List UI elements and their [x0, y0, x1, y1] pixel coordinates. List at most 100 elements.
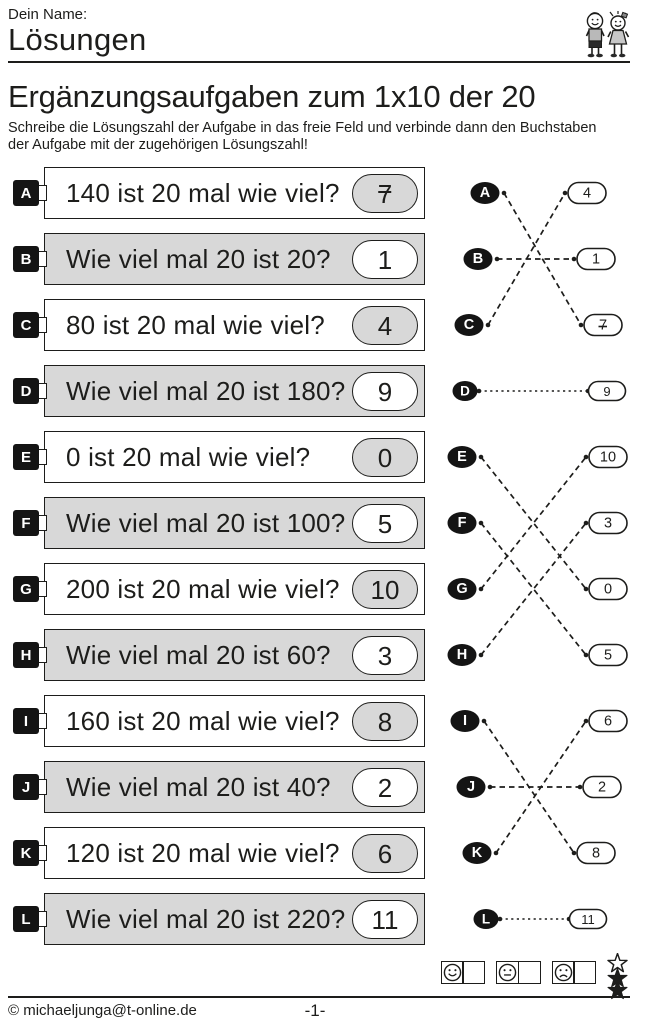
question-box: Wie viel mal 20 ist 20? 1: [44, 233, 425, 285]
rating-checkbox: [462, 961, 486, 984]
worksheet-instructions: Schreibe die Lösungszahl der Aufgabe in …: [8, 120, 596, 154]
task-question: Wie viel mal 20 ist 180?: [66, 375, 346, 406]
outline-star-icon: [607, 953, 628, 973]
question-box: 120 ist 20 mal wie viel? 6: [44, 827, 425, 879]
match-dot: [578, 322, 584, 328]
match-letter-badge: [470, 182, 500, 204]
rating-checkbox: [517, 961, 541, 984]
match-number-oval: [588, 445, 628, 469]
match-letter: I: [463, 713, 467, 729]
task-letter-badge: D: [13, 378, 39, 404]
question-box: Wie viel mal 20 ist 180? 9: [44, 365, 425, 417]
match-dot: [476, 388, 482, 394]
match-letter-badge: [462, 842, 492, 864]
match-dot: [583, 652, 589, 658]
match-letter-badge: [454, 314, 484, 336]
match-number: 0: [604, 582, 612, 598]
match-number-oval: [567, 181, 607, 205]
reward-stars: [607, 953, 629, 1003]
task-letter-badge: I: [13, 708, 39, 734]
answer-field: 7: [352, 174, 418, 213]
answer-field: 0: [352, 438, 418, 477]
match-number: 6: [604, 714, 612, 730]
match-number-oval: [588, 709, 628, 733]
match-letter: G: [456, 581, 467, 597]
match-letter-badge: [452, 381, 478, 401]
task-letter-badge: H: [13, 642, 39, 668]
answer-field: 3: [352, 636, 418, 675]
match-letter: J: [467, 779, 475, 795]
match-letter: C: [464, 317, 475, 333]
match-dot: [493, 850, 499, 856]
rating-pair: [441, 961, 486, 984]
header-rule: [8, 61, 630, 63]
match-letter-badge: [473, 909, 499, 929]
question-box: 80 ist 20 mal wie viel? 4: [44, 299, 425, 351]
task-row: E 0 ist 20 mal wie viel? 0: [0, 431, 425, 483]
filled-star-icon: [607, 980, 628, 1000]
match-number-oval: [583, 313, 623, 337]
two-children-icon: [585, 11, 630, 58]
match-dot: [583, 586, 589, 592]
task-answer: 8: [377, 706, 393, 737]
task-letter-badge: F: [13, 510, 39, 536]
task-row: L Wie viel mal 20 ist 220? 11: [0, 893, 425, 945]
neutral-face-icon: [496, 961, 520, 984]
match-number: 5: [604, 648, 612, 664]
match-letter: E: [457, 449, 467, 465]
name-label: Dein Name:: [8, 6, 88, 23]
match-letter-badge: [447, 578, 477, 600]
answer-field: 1: [352, 240, 418, 279]
task-answer: 2: [377, 772, 393, 803]
match-dot: [571, 256, 577, 262]
match-number-oval: [588, 577, 628, 601]
task-letter-badge: B: [13, 246, 39, 272]
match-dot: [577, 784, 583, 790]
rating-pair: [496, 961, 541, 984]
page-number: -1-: [304, 1001, 326, 1020]
task-row: K 120 ist 20 mal wie viel? 6: [0, 827, 425, 879]
match-line: [487, 192, 566, 326]
task-question: Wie viel mal 20 ist 60?: [66, 639, 331, 670]
question-box: 200 ist 20 mal wie viel? 10: [44, 563, 425, 615]
question-box: 160 ist 20 mal wie viel? 8: [44, 695, 425, 747]
answer-field: 11: [352, 900, 418, 939]
match-number: 7: [599, 318, 607, 334]
match-number: 8: [592, 846, 600, 862]
task-letter-badge: G: [13, 576, 39, 602]
worksheet-title: Ergänzungsaufgaben zum 1x10 der 20: [8, 79, 536, 114]
task-row: A 140 ist 20 mal wie viel? 7: [0, 167, 425, 219]
match-letter: F: [458, 515, 467, 531]
match-dot: [481, 718, 487, 724]
instruction-line: der Aufgabe mit der zugehörigen Lösungsz…: [8, 137, 308, 153]
task-question: 160 ist 20 mal wie viel?: [66, 705, 340, 736]
question-box: Wie viel mal 20 ist 60? 3: [44, 629, 425, 681]
match-line: [503, 192, 582, 326]
page-title: Lösungen: [8, 22, 147, 57]
rating-pair: [551, 961, 597, 984]
match-dot: [478, 586, 484, 592]
task-row: C 80 ist 20 mal wie viel? 4: [0, 299, 425, 351]
answer-field: 5: [352, 504, 418, 543]
match-letter: L: [482, 912, 490, 927]
task-question: Wie viel mal 20 ist 220?: [66, 903, 346, 934]
task-letter-badge: J: [13, 774, 39, 800]
match-dot: [562, 190, 568, 196]
question-box: 140 ist 20 mal wie viel? 7: [44, 167, 425, 219]
task-answer: 1: [377, 244, 393, 275]
task-letter-badge: A: [13, 180, 39, 206]
task-row: G 200 ist 20 mal wie viel? 10: [0, 563, 425, 615]
task-answer: 10: [370, 574, 400, 605]
match-letter: K: [472, 845, 483, 861]
answer-field: 2: [352, 768, 418, 807]
match-dot: [487, 784, 493, 790]
task-letter-badge: K: [13, 840, 39, 866]
task-question: Wie viel mal 20 ist 40?: [66, 771, 331, 802]
task-row: J Wie viel mal 20 ist 40? 2: [0, 761, 425, 813]
match-number-oval: [576, 841, 616, 865]
match-dot: [571, 850, 577, 856]
match-letter-badge: [447, 446, 477, 468]
match-dot: [583, 718, 589, 724]
answer-field: 6: [352, 834, 418, 873]
